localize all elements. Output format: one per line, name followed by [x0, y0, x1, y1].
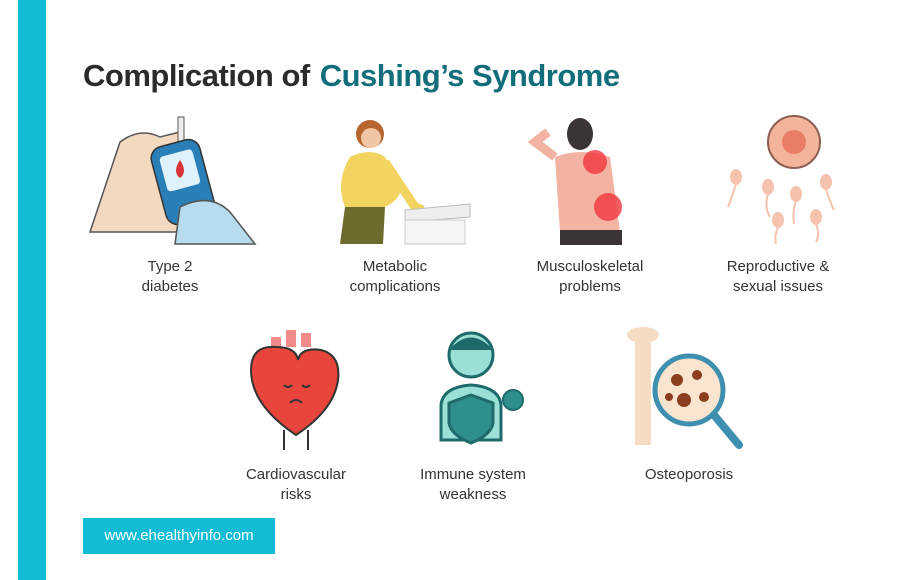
item-metabolic-complications: Metabolic complications	[305, 112, 485, 297]
item-type2-diabetes: Type 2 diabetes	[80, 112, 260, 297]
item-musculoskeletal-problems: Musculoskeletal problems	[500, 112, 680, 297]
item-osteoporosis: Osteoporosis	[599, 325, 779, 485]
bone-magnifier-icon	[627, 327, 743, 449]
website-badge[interactable]: www.ehealthyinfo.com	[83, 518, 275, 554]
sad-heart-icon	[249, 330, 340, 450]
item-label-line1: Type 2	[147, 258, 193, 275]
item-immune-system-weakness: Immune system weakness	[383, 325, 563, 505]
title-highlight: Cushing’s Syndrome	[319, 58, 620, 93]
item-label-line1: Osteoporosis	[644, 466, 734, 483]
item-reproductive-sexual-issues: Reproductive & sexual issues	[688, 112, 868, 297]
item-label-line1: Immune system	[420, 466, 526, 483]
item-label-line2: weakness	[439, 486, 507, 503]
side-accent-bar	[18, 0, 46, 580]
item-label-line2: diabetes	[141, 278, 199, 295]
item-label-line1: Reproductive &	[726, 258, 830, 275]
pregnant-woman-icon	[340, 120, 471, 245]
item-label-line1: Musculoskeletal	[536, 258, 644, 275]
immune-shield-icon	[439, 331, 524, 445]
item-label-line2: risks	[280, 486, 312, 503]
back-pain-icon	[527, 118, 622, 245]
sperm-egg-icon	[727, 115, 835, 245]
page-title: Complication of Cushing’s Syndrome	[83, 58, 620, 94]
item-cardiovascular-risks: Cardiovascular risks	[206, 325, 386, 505]
item-label-line1: Cardiovascular	[245, 466, 347, 483]
item-label-line1: Metabolic	[362, 258, 428, 275]
title-prefix: Complication of	[83, 58, 310, 93]
item-label-line2: sexual issues	[732, 278, 824, 295]
glucometer-icon	[88, 116, 257, 245]
item-label-line2: problems	[559, 278, 621, 295]
item-label-line2: complications	[349, 278, 441, 295]
